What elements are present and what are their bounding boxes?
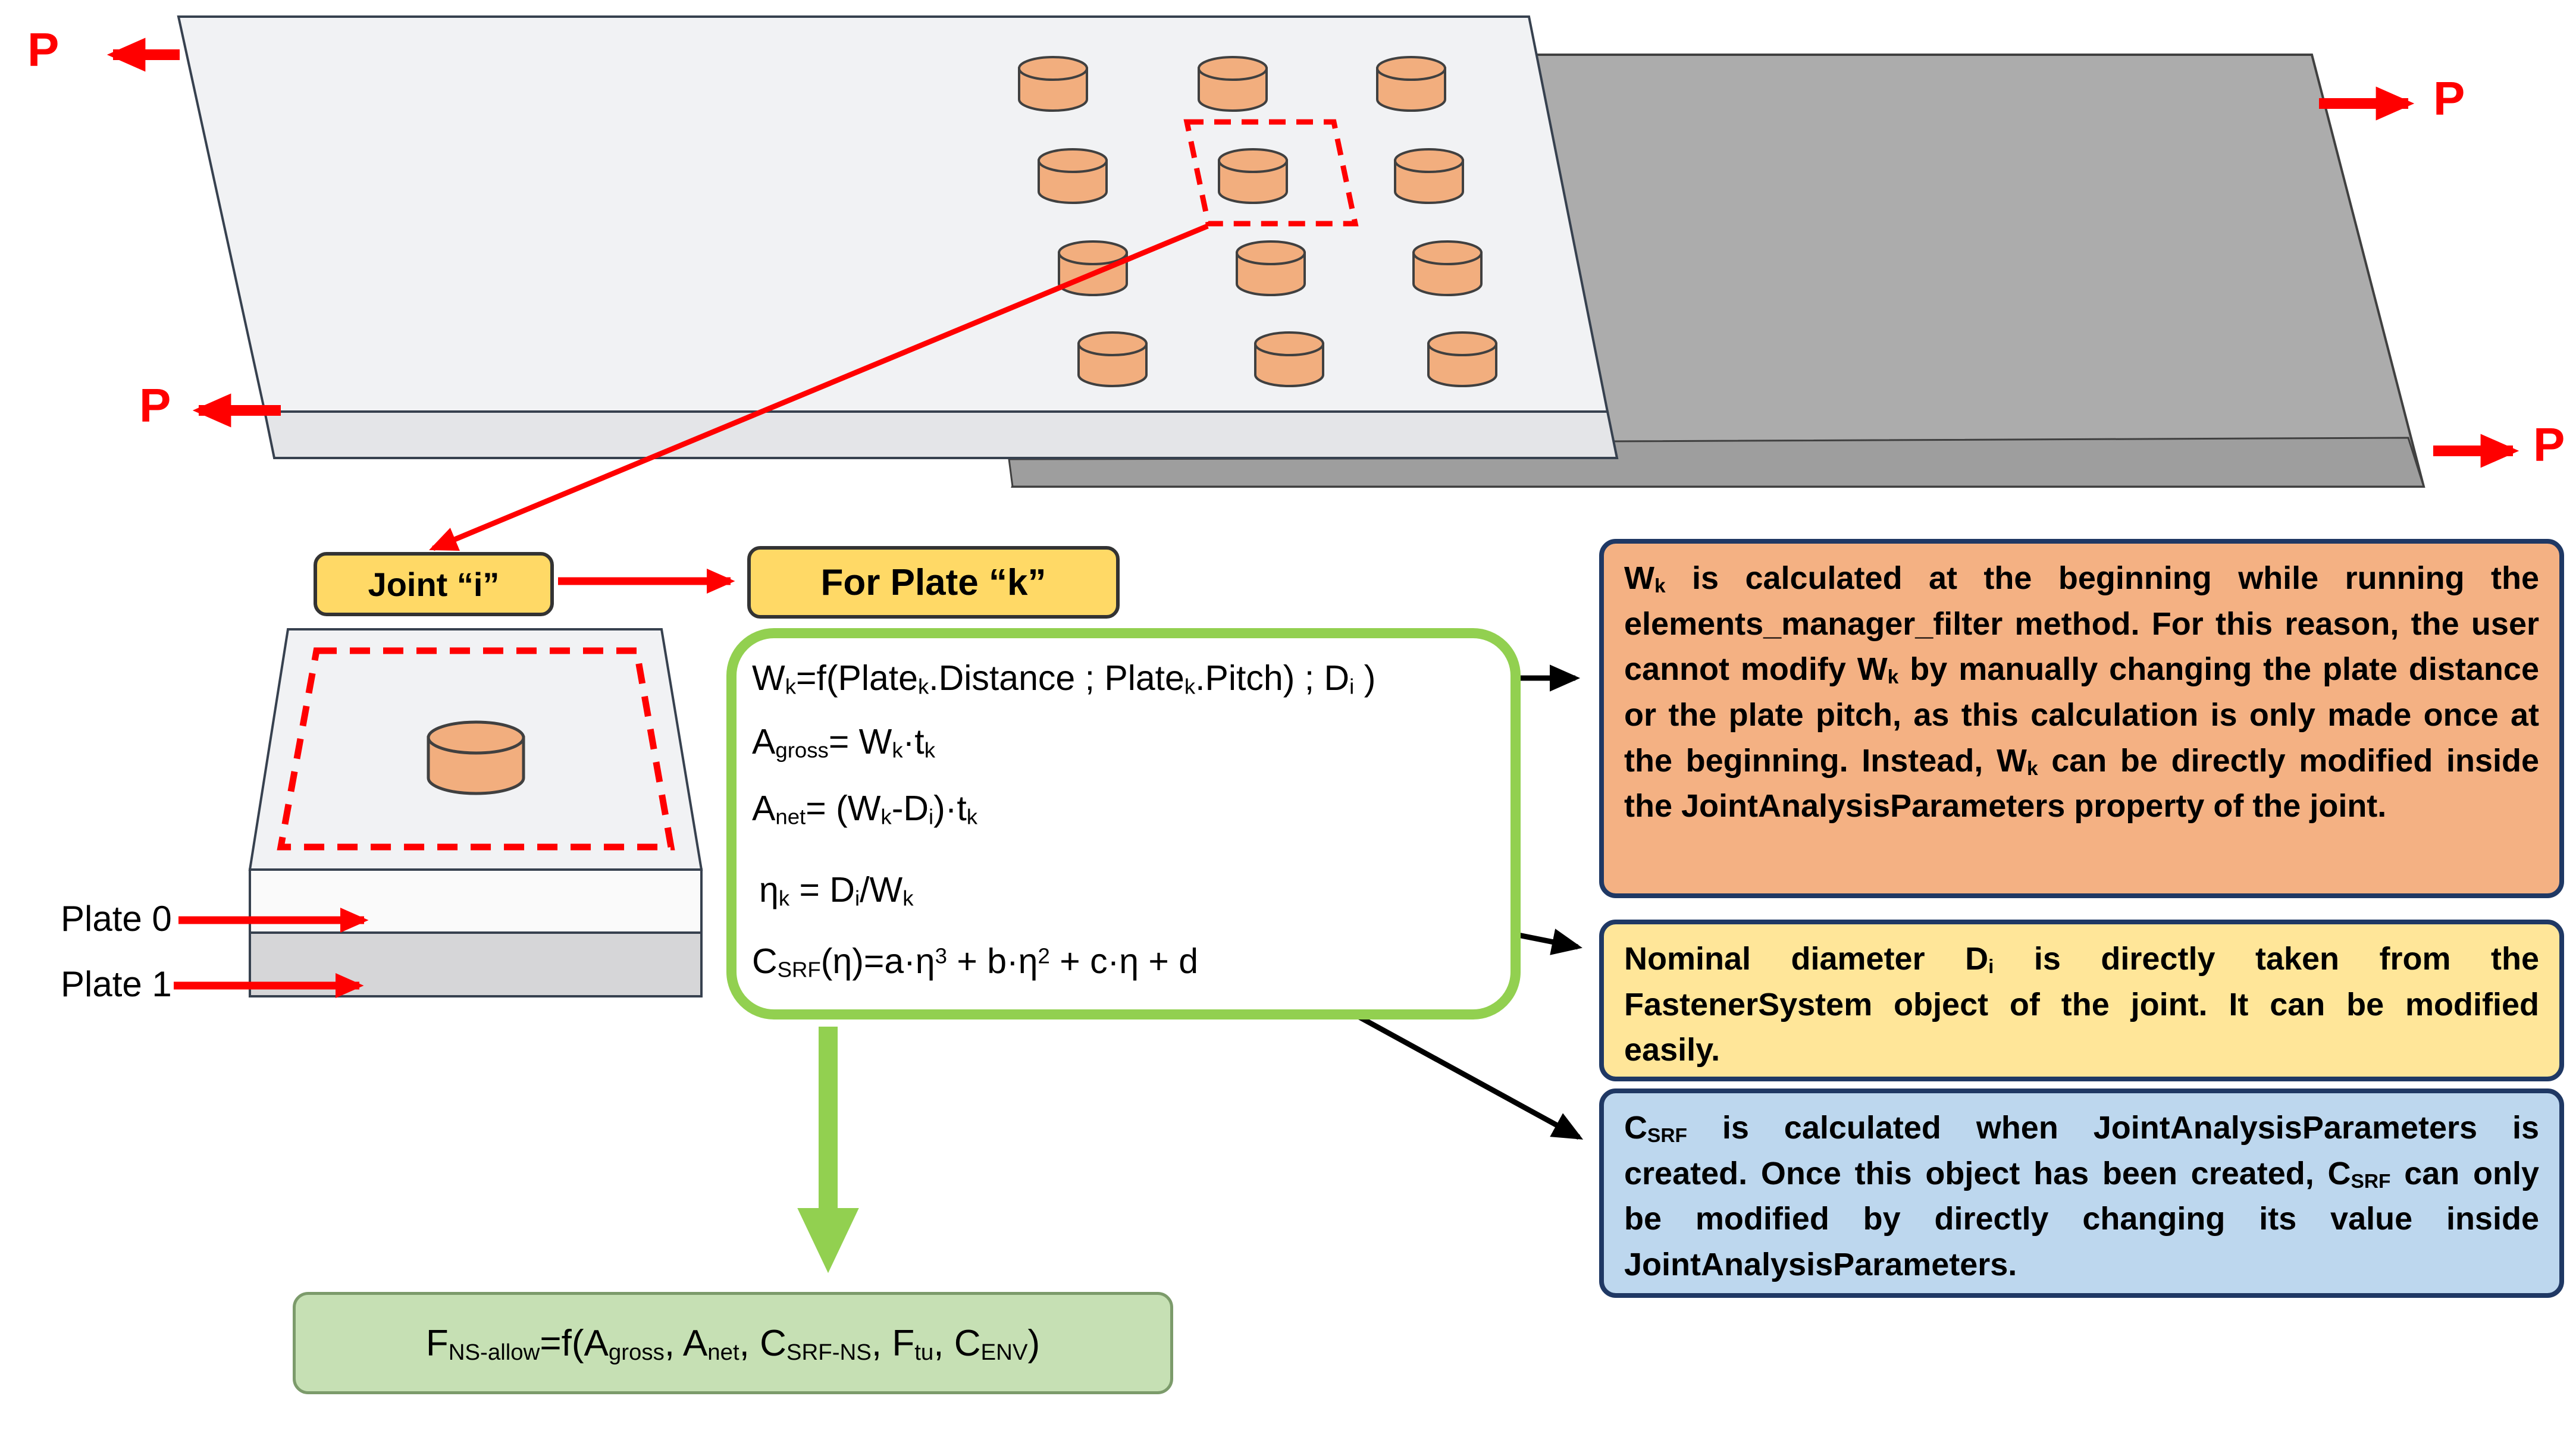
plate1-label: Plate 1 bbox=[61, 964, 172, 1004]
left-plate-front-face bbox=[263, 410, 1619, 459]
load-label-top-left: P bbox=[27, 23, 59, 76]
formula-box bbox=[726, 628, 1521, 1019]
fastener-grid bbox=[1018, 56, 1497, 387]
joint-i-label: Joint “i” bbox=[368, 565, 500, 603]
fastener-cylinder bbox=[1427, 331, 1497, 356]
joint-callout-line bbox=[429, 223, 1209, 551]
load-label-mid-left: P bbox=[139, 379, 171, 432]
joint-detail bbox=[248, 628, 703, 997]
for-plate-k-label: For Plate “k” bbox=[820, 561, 1046, 603]
fastener-cylinder bbox=[1018, 56, 1088, 81]
joint-detail-dashed-outline bbox=[277, 647, 675, 851]
fastener-cylinder bbox=[1254, 331, 1324, 356]
load-label-bottom-right: P bbox=[2533, 418, 2565, 471]
formula-eta: ηk = Di/Wk bbox=[759, 870, 914, 911]
plate0-label: Plate 0 bbox=[61, 899, 172, 939]
formula-anet: Anet= (Wk-Di)·tk bbox=[752, 789, 978, 829]
for-plate-k-tag: For Plate “k” bbox=[747, 546, 1120, 619]
load-label-top-right: P bbox=[2433, 72, 2465, 125]
result-box: FNS-allow=f(Agross, Anet, CSRF-NS, Ftu, … bbox=[293, 1292, 1173, 1394]
fastener-cylinder bbox=[1376, 56, 1446, 81]
formula-agross: Agross= Wk·tk bbox=[752, 722, 935, 763]
formula-wk: Wk=f(Platek.Distance ; Platek.Pitch) ; D… bbox=[752, 658, 1376, 699]
joint-detail-fastener-top bbox=[427, 720, 525, 755]
fastener-cylinder bbox=[1236, 240, 1306, 265]
lap-joint-assembly bbox=[177, 15, 2425, 488]
callout-wk-note: Wk is calculated at the beginning while … bbox=[1599, 539, 2564, 898]
fastener-cylinder bbox=[1077, 331, 1148, 356]
fastener-cylinder bbox=[1058, 240, 1128, 265]
selected-fastener-outline bbox=[1183, 119, 1359, 227]
callout-csrf-note: CSRF is calculated when JointAnalysisPar… bbox=[1599, 1088, 2564, 1298]
fastener-cylinder bbox=[1038, 148, 1108, 173]
fastener-cylinder bbox=[1412, 240, 1483, 265]
formula-csrf: CSRF(η)=a·η3 + b·η2 + c·η + d bbox=[752, 942, 1199, 982]
fastener-cylinder bbox=[1394, 148, 1464, 173]
result-formula: FNS-allow=f(Agross, Anet, CSRF-NS, Ftu, … bbox=[425, 1322, 1041, 1365]
fastener-cylinder bbox=[1218, 148, 1288, 173]
callout-di-note: Nominal diameter Di is directly taken fr… bbox=[1599, 920, 2564, 1081]
fastener-cylinder bbox=[1198, 56, 1268, 81]
joint-i-tag: Joint “i” bbox=[314, 552, 554, 616]
